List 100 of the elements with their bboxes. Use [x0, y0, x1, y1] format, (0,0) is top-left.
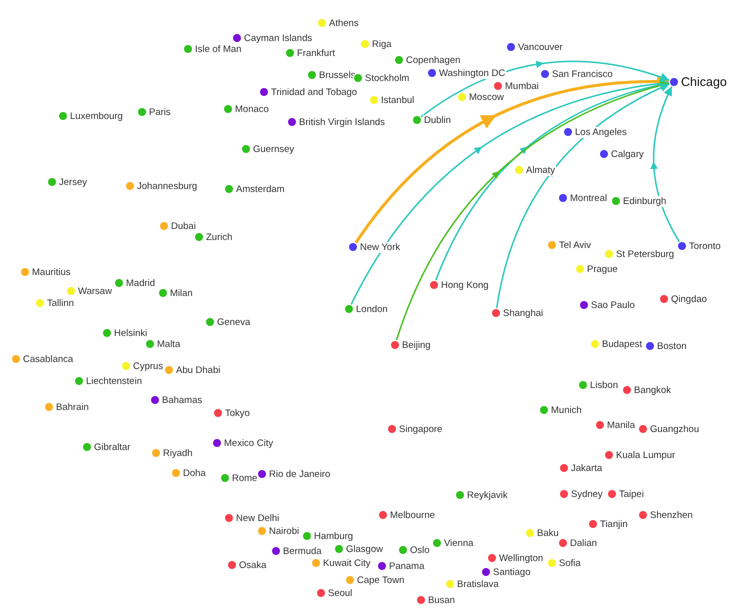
city-label: Helsinki [113, 328, 148, 338]
arrow [650, 86, 680, 242]
city-label: Melbourne [389, 510, 436, 520]
city-label: Los Angeles [574, 126, 628, 138]
city-label: Prague [586, 264, 619, 274]
city-label: Doha [182, 468, 207, 478]
arrow [350, 79, 670, 305]
city-label: Johannesburg [136, 180, 198, 192]
city-label: Panama [388, 560, 426, 572]
city-label: Calgary [610, 148, 645, 160]
city-label: Vienna [443, 538, 474, 548]
city-label: Chicago [680, 75, 728, 89]
city-label: Abu Dhabi [175, 364, 222, 376]
city-label: New York [359, 242, 402, 252]
arrow [354, 76, 670, 244]
city-label: Casablanca [22, 354, 74, 364]
city-label: Glasgow [345, 544, 384, 554]
city-label: Reykjavik [466, 490, 509, 500]
city-label: Taipei [618, 488, 645, 500]
city-label: Bahrain [55, 402, 90, 412]
city-label: Oslo [409, 544, 431, 556]
city-label: Dalian [569, 538, 598, 548]
city-label: Cyprus [132, 360, 164, 372]
city-label: Riyadh [162, 448, 194, 458]
city-label: Stockholm [364, 72, 410, 84]
city-label: Tel Aviv [558, 240, 592, 250]
city-label: Tokyo [224, 408, 251, 418]
city-label: Hong Kong [440, 280, 490, 290]
city-label: Beijing [401, 340, 432, 350]
city-label: London [355, 304, 389, 314]
city-label: Madrid [125, 278, 156, 288]
city-label: Bratislava [456, 578, 500, 590]
city-label: Jersey [58, 176, 88, 188]
arrow [420, 60, 670, 118]
city-label: Sao Paulo [590, 300, 636, 310]
city-label: Munich [550, 404, 583, 416]
city-label: Washington DC [438, 68, 506, 78]
city-label: Warsaw [77, 286, 113, 296]
city-label: St Petersburg [615, 248, 676, 260]
city-label: Qingdao [670, 294, 708, 304]
city-label: Luxembourg [69, 110, 124, 122]
city-label: Tallinn [46, 298, 75, 308]
city-label: Rio de Janeiro [268, 468, 332, 480]
city-label: Gibraltar [93, 442, 132, 452]
city-label: Paris [148, 106, 172, 118]
arrow [396, 81, 670, 340]
city-label: Almaty [525, 164, 556, 176]
city-label: Santiago [492, 566, 532, 578]
city-label: Bangkok [633, 384, 672, 396]
city-label: Trinidad and Tobago [270, 86, 358, 98]
city-label: Osaka [238, 560, 268, 570]
city-label: Milan [169, 288, 194, 298]
arrow [496, 83, 670, 308]
city-label: Edinburgh [622, 196, 668, 206]
city-label: Liechtenstein [85, 376, 143, 386]
city-label: Bahamas [161, 394, 204, 406]
city-label: Baku [536, 528, 560, 538]
city-label: Shenzhen [649, 510, 694, 520]
city-label: New Delhi [235, 512, 280, 524]
city-label: Mauritius [31, 266, 72, 278]
city-label: Guernsey [252, 144, 296, 154]
city-label: Jakarta [570, 462, 604, 474]
city-label: British Virgin Islands [298, 116, 386, 128]
city-label: Toronto [688, 240, 722, 252]
city-label: Kuwait City [322, 558, 372, 568]
city-label: Guangzhou [649, 424, 700, 434]
city-label: San Francisco [551, 68, 614, 80]
city-label: Istanbul [380, 94, 416, 106]
city-label: Amsterdam [235, 184, 286, 194]
city-label: Isle of Man [194, 44, 242, 54]
city-label: Zurich [205, 232, 234, 242]
city-label: Singapore [398, 424, 444, 434]
city-label: Copenhagen [405, 54, 462, 66]
city-label: Lisbon [589, 380, 619, 390]
city-label: Mumbai [504, 80, 540, 92]
city-label: Dubai [170, 220, 197, 232]
city-label: Wellington [498, 552, 544, 564]
city-label: Sydney [570, 488, 604, 500]
city-label: Monaco [234, 104, 270, 114]
city-label: Montreal [569, 192, 608, 204]
city-label: Frankfurt [296, 48, 336, 58]
city-label: Rome [231, 472, 258, 484]
city-label: Athens [328, 18, 360, 28]
city-label: Tianjin [599, 518, 629, 530]
city-label: Bermuda [282, 546, 323, 556]
city-label: Boston [656, 340, 688, 352]
city-label: Geneva [216, 316, 252, 328]
city-label: Shanghai [502, 308, 544, 318]
city-label: Seoul [327, 588, 354, 598]
city-label: Mexico City [223, 438, 274, 448]
city-label: Manila [606, 420, 636, 430]
city-label: Vancouver [517, 42, 564, 52]
city-label: Sofia [558, 558, 582, 568]
city-label: Hamburg [313, 530, 354, 542]
city-label: Busan [427, 594, 456, 606]
city-label: Moscow [468, 92, 505, 102]
city-label: Riga [371, 38, 393, 50]
city-label: Budapest [601, 338, 644, 350]
city-label: Brussels [318, 70, 356, 80]
city-label: Kuala Lumpur [615, 450, 676, 460]
